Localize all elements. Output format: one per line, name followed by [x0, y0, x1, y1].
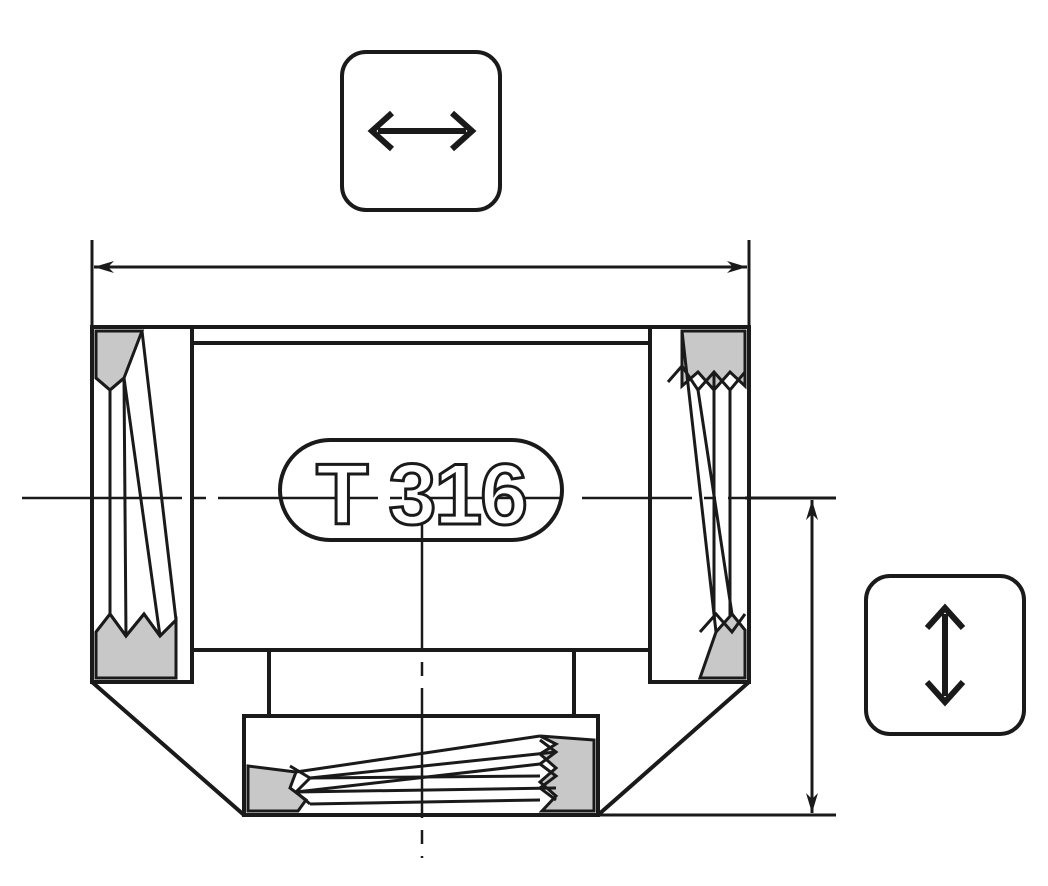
right-thread	[666, 329, 747, 680]
marking-text: T 316	[316, 447, 526, 543]
left-end-cap	[90, 325, 194, 684]
height-symbol-box	[864, 574, 1026, 736]
left-thread	[94, 329, 178, 680]
right-end-cap	[648, 325, 751, 684]
branch-thread	[246, 734, 596, 813]
center-lines	[22, 496, 748, 858]
horizontal-double-arrow-icon	[367, 110, 477, 152]
height-dimension	[598, 496, 836, 817]
vertical-double-arrow-icon	[924, 603, 966, 707]
tee-body	[90, 325, 751, 817]
width-dimension	[90, 240, 751, 330]
width-symbol-box	[340, 50, 502, 212]
